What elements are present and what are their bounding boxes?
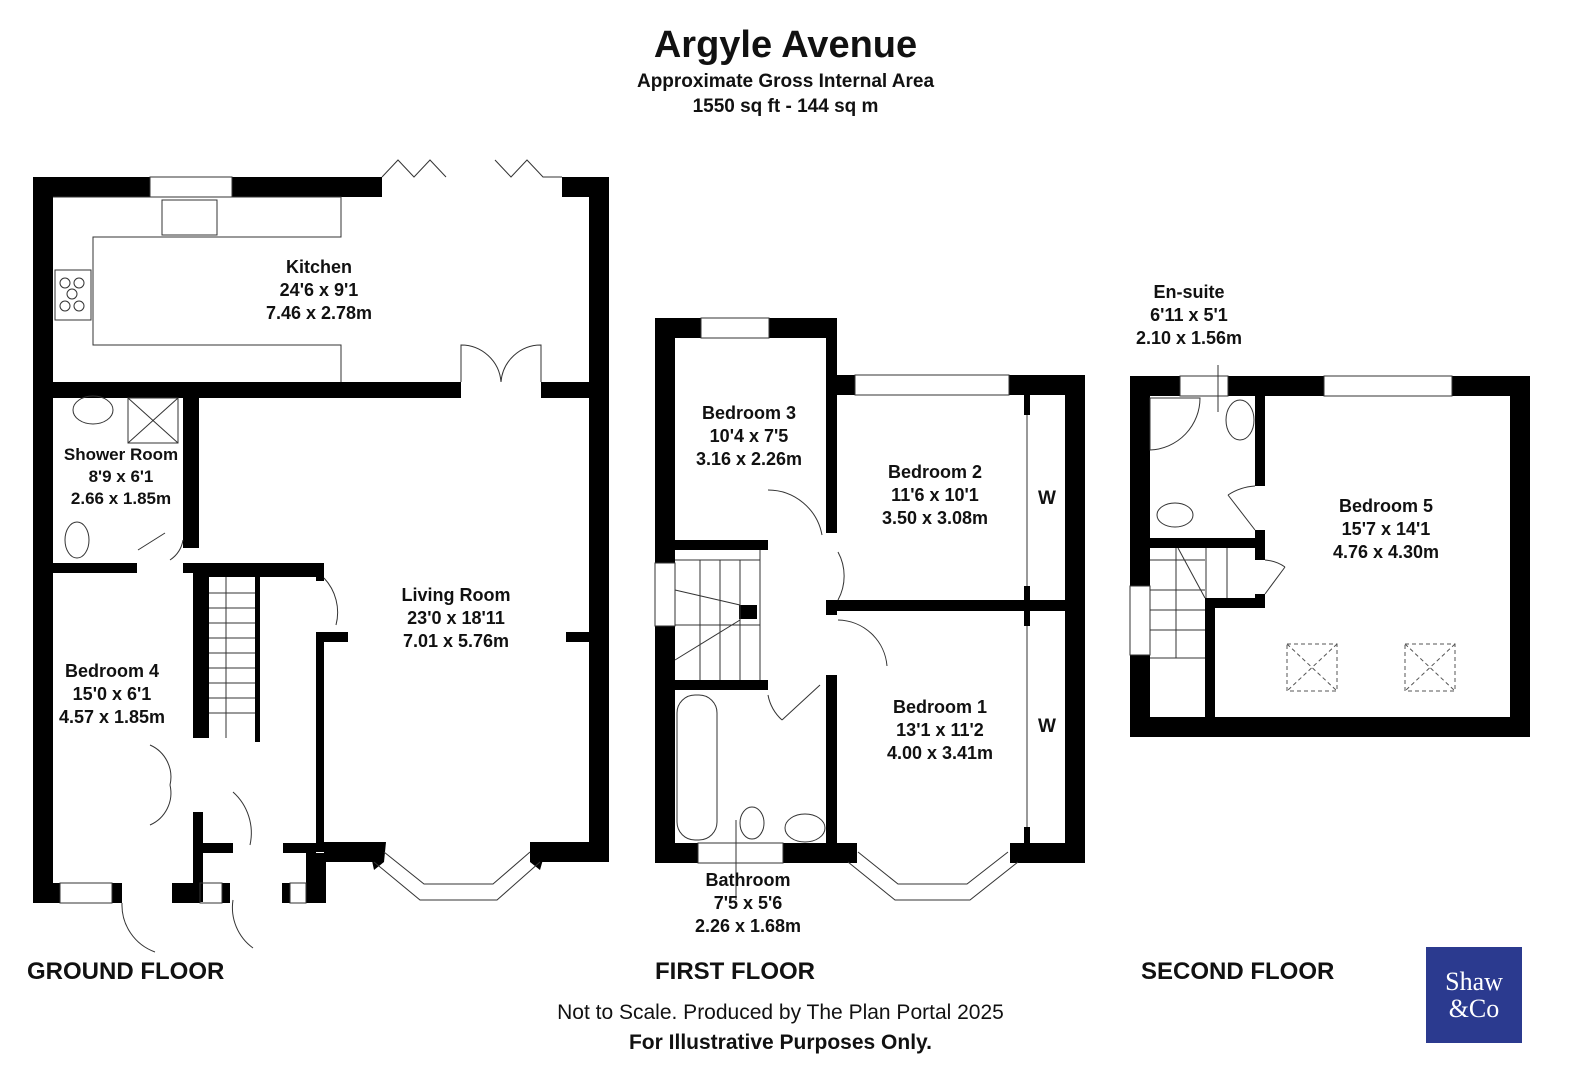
room-label-bedroom-4: Bedroom 4 15'0 x 6'1 4.57 x 1.85m bbox=[58, 661, 166, 727]
room-label-bedroom-3: Bedroom 3 10'4 x 7'5 3.16 x 2.26m bbox=[695, 403, 803, 469]
plan-area: 1550 sq ft - 144 sq m bbox=[692, 96, 879, 117]
room-label-kitchen: Kitchen 24'6 x 9'1 7.46 x 2.78m bbox=[265, 257, 373, 323]
plan-title: Argyle Avenue bbox=[653, 24, 918, 66]
room-label-bedroom-2: Bedroom 2 11'6 x 10'1 3.50 x 3.08m bbox=[881, 462, 989, 528]
floor-label-first: FIRST FLOOR bbox=[655, 958, 815, 985]
shaw-co-logo: Shaw &Co bbox=[1426, 947, 1522, 1043]
floor-label-ground: GROUND FLOOR bbox=[27, 958, 225, 985]
plan-subtitle: Approximate Gross Internal Area bbox=[636, 71, 935, 92]
room-label-bathroom: Bathroom 7'5 x 5'6 2.26 x 1.68m bbox=[694, 870, 802, 936]
room-label-bedroom-1: Bedroom 1 13'1 x 11'2 4.00 x 3.41m bbox=[886, 697, 994, 763]
floor-label-second: SECOND FLOOR bbox=[1141, 958, 1335, 985]
wardrobe-mark-bedroom-2: W bbox=[1038, 488, 1056, 509]
room-label-en-suite: En-suite 6'11 x 5'1 2.10 x 1.56m bbox=[1135, 282, 1243, 348]
room-label-bedroom-5: Bedroom 5 15'7 x 14'1 4.76 x 4.30m bbox=[1332, 496, 1440, 562]
illustrative-note: For Illustrative Purposes Only. bbox=[628, 1031, 933, 1054]
room-label-living-room: Living Room 23'0 x 18'11 7.01 x 5.76m bbox=[401, 585, 511, 651]
disclaimer-text: Not to Scale. Produced by The Plan Porta… bbox=[557, 1001, 1004, 1024]
wardrobe-mark-bedroom-1: W bbox=[1038, 716, 1056, 737]
room-label-shower-room: Shower Room 8'9 x 6'1 2.66 x 1.85m bbox=[63, 445, 179, 508]
